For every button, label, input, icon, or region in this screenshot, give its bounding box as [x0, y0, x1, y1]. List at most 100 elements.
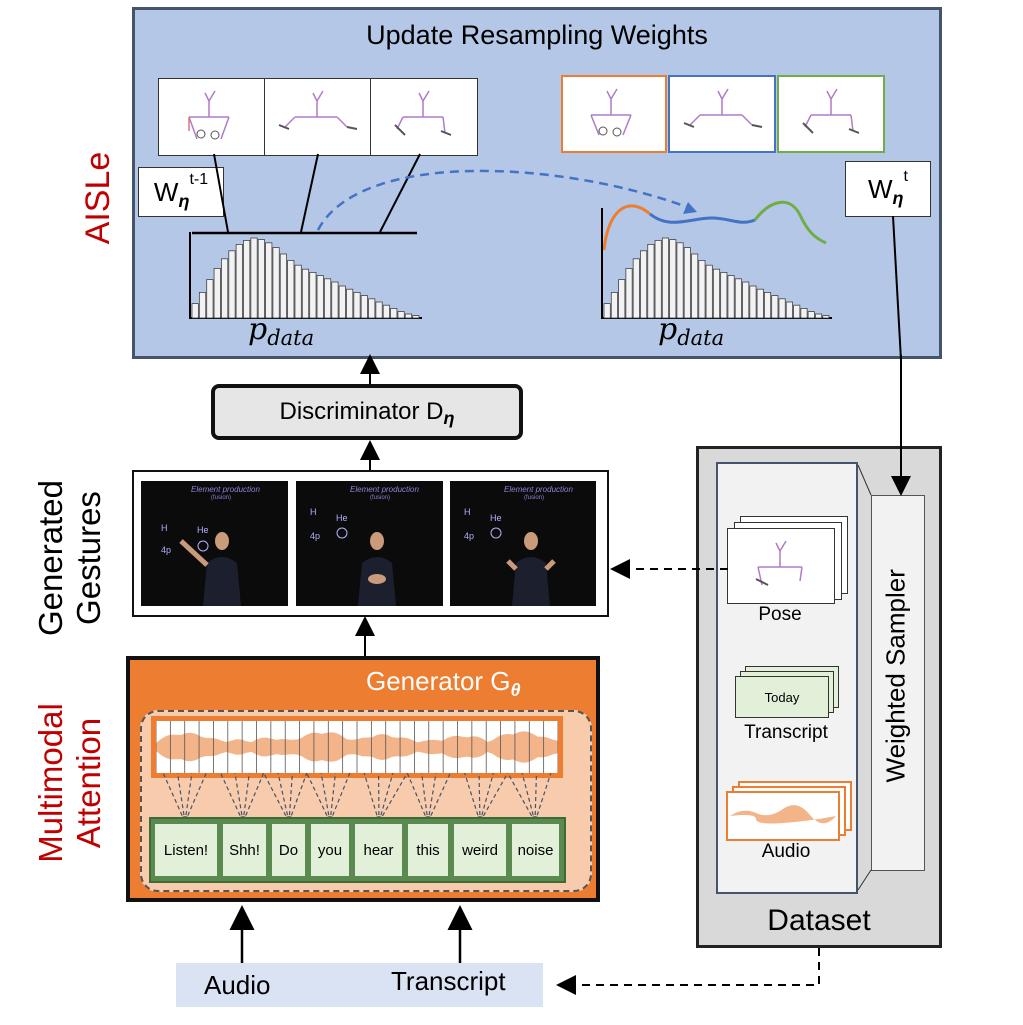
pose-card-front [727, 528, 835, 604]
pose-skeleton-icon [755, 540, 803, 586]
histogram-bar [647, 243, 655, 319]
histogram-bar [235, 243, 243, 319]
histogram-bar [691, 253, 699, 319]
histogram-bar [654, 239, 662, 319]
weights-next-sub: η [892, 187, 904, 208]
word-1: Shh! [221, 822, 268, 878]
pose-skeleton-icon [590, 88, 632, 137]
presenter-figure: H 4p He [161, 523, 241, 606]
histogram-right [601, 208, 832, 319]
histogram-bar [756, 288, 764, 319]
histogram-bar [257, 239, 265, 319]
histogram-bar [390, 307, 398, 319]
histogram-bar [206, 279, 214, 319]
svg-text:H: H [161, 523, 168, 533]
histogram-bar [793, 304, 801, 319]
histogram-bar [778, 298, 786, 319]
word-4: hear [353, 822, 404, 878]
audio-waveform-cells [156, 721, 558, 773]
histogram-bar [807, 311, 815, 319]
generator-sub: θ [510, 680, 521, 700]
histogram-bar [346, 288, 354, 319]
histogram-bar [683, 247, 691, 319]
pose-frame-left-1 [158, 78, 268, 156]
histogram-bar [265, 242, 273, 319]
svg-text:4p: 4p [161, 545, 171, 555]
svg-text:4p: 4p [464, 531, 474, 541]
histogram-bar [412, 315, 420, 319]
video-subtitle: (fusion) [524, 495, 545, 501]
histogram-bar [301, 268, 310, 319]
histogram-bar [822, 315, 830, 319]
histogram-bar [287, 259, 295, 319]
pdata-right-label: pdata [658, 312, 724, 350]
weights-next-base: W [868, 173, 893, 204]
pose-skeleton-icon [802, 88, 860, 134]
weights-prev-sup: t-1 [189, 171, 209, 188]
generator-title: Generator Gθ [366, 666, 521, 700]
transcript-card-front: Today [735, 676, 829, 718]
histogram-bar [698, 259, 706, 319]
word-2: Do [270, 822, 307, 878]
histogram-bar [712, 268, 721, 319]
discriminator-label: Discriminator D [279, 398, 444, 425]
histogram-bar [243, 239, 251, 319]
pose-frame-left-2 [264, 78, 372, 156]
histogram-bar [669, 239, 677, 319]
word-0: Listen! [153, 822, 219, 878]
arrow-dataset-to-inputs [556, 948, 820, 995]
histogram-bar [676, 242, 684, 319]
histogram-bar [618, 279, 626, 319]
word-3: you [309, 822, 351, 878]
pose-frame-right-green [777, 75, 885, 153]
svg-text:He: He [197, 525, 209, 535]
video-subtitle: (fusion) [370, 495, 391, 501]
histogram-bar [360, 295, 368, 319]
histogram-bar [720, 271, 728, 319]
svg-text:H: H [310, 507, 317, 517]
histogram-bar [610, 291, 618, 319]
histogram-bar [785, 301, 793, 319]
histogram-left [189, 232, 422, 319]
audio-wave-icon [730, 805, 836, 824]
pose-skeleton-icon [278, 90, 358, 130]
histogram-bar [191, 303, 199, 319]
histogram-bar [368, 298, 376, 319]
aisle-graphics [189, 153, 902, 360]
audio-label: Audio [761, 841, 811, 862]
histogram-bar [734, 278, 742, 319]
histogram-bar [272, 247, 280, 319]
curve-blue [649, 212, 756, 224]
pdata-left-label: pdata [248, 312, 315, 350]
histogram-bar [213, 267, 221, 319]
svg-text:H: H [464, 507, 471, 517]
curve-orange [602, 204, 651, 251]
histogram-bar [294, 264, 302, 319]
update-arrow [316, 169, 691, 231]
histogram-bar [316, 275, 324, 319]
video-subtitle: (fusion) [211, 495, 232, 501]
pose-frame-right-blue [668, 75, 776, 153]
pose-frame-right-orange [561, 75, 667, 153]
pose-skeleton-icon [683, 88, 763, 128]
histogram-bar [309, 271, 317, 319]
word-7: noise [510, 822, 561, 878]
pose-label: Pose [758, 604, 802, 625]
input-transcript-label: Transcript [391, 966, 506, 996]
histogram-bar [404, 313, 413, 319]
svg-text:4p: 4p [310, 531, 320, 541]
pdata-left-sub: data [267, 326, 315, 350]
histogram-bar [353, 291, 361, 319]
transcript-card-text: Today [764, 689, 800, 705]
histogram-bar [323, 278, 332, 319]
histogram-bar [771, 295, 779, 319]
dataset-title: Dataset [767, 904, 871, 937]
histogram-bar [221, 258, 229, 319]
